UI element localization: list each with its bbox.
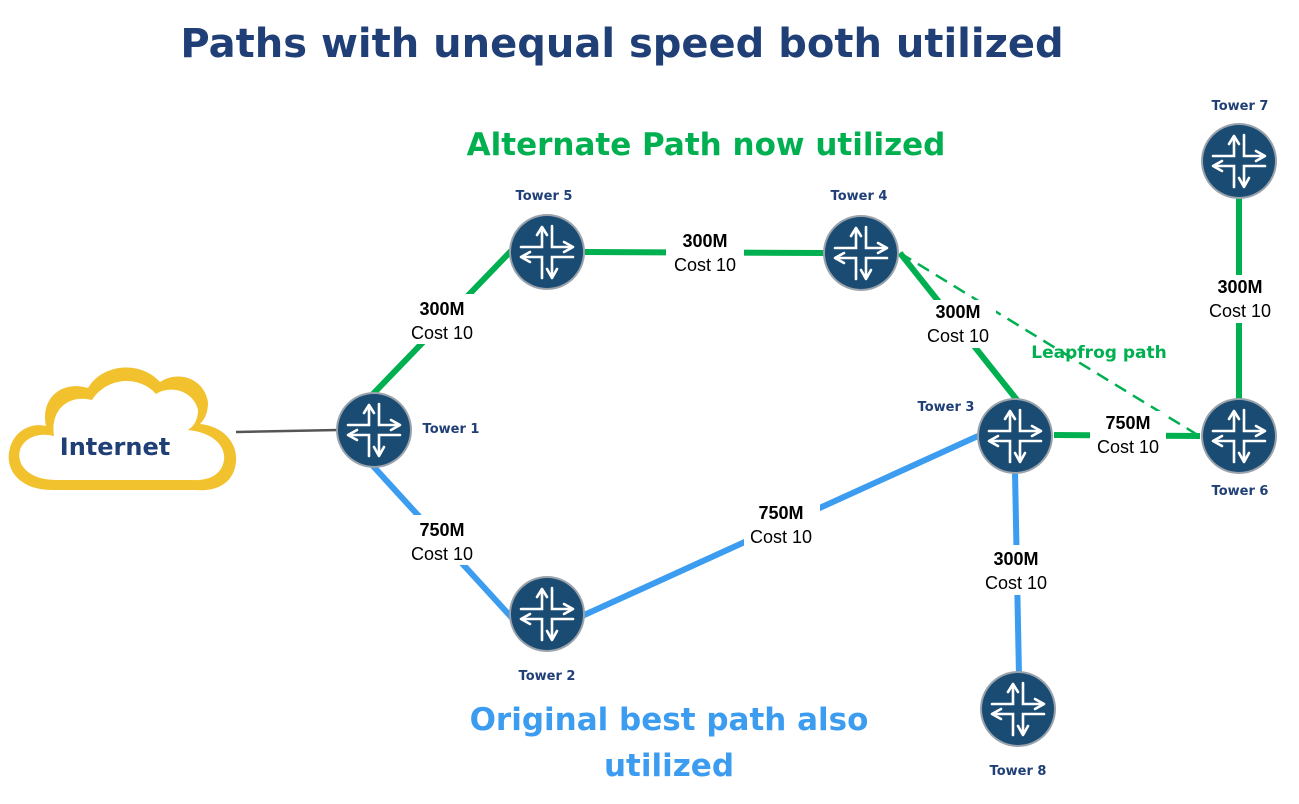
router-tower3[interactable]: [975, 396, 1055, 476]
tower5-label: Tower 5: [516, 189, 573, 204]
tower4-label: Tower 4: [831, 189, 888, 204]
tower7-label: Tower 7: [1212, 99, 1269, 114]
cost-t3-t8: Cost 10: [985, 573, 1047, 593]
label-bg-t4-t3: [920, 300, 996, 348]
bandwidth-t3-t6: 750M: [1105, 413, 1150, 433]
internet-label: Internet: [60, 433, 170, 461]
label-bg-t5-t4: [666, 228, 744, 276]
diagram-title: Paths with unequal speed both utilized: [180, 21, 1063, 67]
link-labels: 300M Cost 10 300M Cost 10 300M Cost 10 7…: [411, 231, 1271, 593]
label-bg-t3-t6: [1090, 411, 1166, 459]
router-tower1[interactable]: [334, 390, 414, 470]
router-tower6[interactable]: [1199, 396, 1279, 476]
bandwidth-t1-t2: 750M: [419, 520, 464, 540]
alternate-path-links: [370, 198, 1242, 439]
bandwidth-t1-t5: 300M: [419, 299, 464, 319]
router-arrows-icon: [507, 212, 587, 292]
label-bg-t6-t7: [1202, 275, 1278, 323]
router-arrows-icon: [821, 213, 901, 293]
tower8-label: Tower 8: [990, 764, 1047, 779]
tower2-label: Tower 2: [519, 669, 576, 684]
label-bg-t1-t2: [404, 515, 480, 565]
internet-cloud: Internet: [8, 367, 237, 491]
bandwidth-t3-t8: 300M: [993, 549, 1038, 569]
bandwidth-t4-t3: 300M: [935, 302, 980, 322]
router-tower4[interactable]: [821, 213, 901, 293]
router-tower2[interactable]: [507, 574, 587, 654]
cost-t6-t7: Cost 10: [1209, 301, 1271, 321]
alternate-path-caption: Alternate Path now utilized: [467, 127, 946, 163]
original-path-caption-line1: Original best path also: [470, 702, 869, 738]
tower-labels: Tower 1 Tower 2 Tower 3 Tower 4 Tower 5 …: [423, 99, 1269, 779]
tower1-label: Tower 1: [423, 422, 480, 437]
label-bg-t1-t5: [404, 294, 480, 344]
label-bg-t3-t8: [978, 545, 1054, 595]
original-path-caption-line2: utilized: [604, 748, 734, 784]
router-arrows-icon: [975, 396, 1055, 476]
bandwidth-t6-t7: 300M: [1217, 277, 1262, 297]
cost-t1-t2: Cost 10: [411, 544, 473, 564]
router-tower8[interactable]: [978, 669, 1058, 749]
router-arrows-icon: [1199, 396, 1279, 476]
cost-t5-t4: Cost 10: [674, 255, 736, 275]
tower6-label: Tower 6: [1212, 484, 1269, 499]
router-arrows-icon: [507, 574, 587, 654]
link-internet-tower1: [235, 428, 339, 434]
label-bg-t2-t3: [744, 500, 820, 548]
router-arrows-icon: [1199, 121, 1279, 201]
tower3-label: Tower 3: [918, 400, 975, 415]
cost-t2-t3: Cost 10: [750, 527, 812, 547]
leapfrog-path-label: Leapfrog path: [1031, 343, 1166, 363]
bandwidth-t2-t3: 750M: [758, 503, 803, 523]
cost-t1-t5: Cost 10: [411, 323, 473, 343]
cost-t4-t3: Cost 10: [927, 326, 989, 346]
cost-t3-t6: Cost 10: [1097, 437, 1159, 457]
router-arrows-icon: [334, 390, 414, 470]
bandwidth-t5-t4: 300M: [682, 231, 727, 251]
router-tower5[interactable]: [507, 212, 587, 292]
leapfrog-link: [899, 251, 1202, 439]
router-arrows-icon: [978, 669, 1058, 749]
router-tower7[interactable]: [1199, 121, 1279, 201]
